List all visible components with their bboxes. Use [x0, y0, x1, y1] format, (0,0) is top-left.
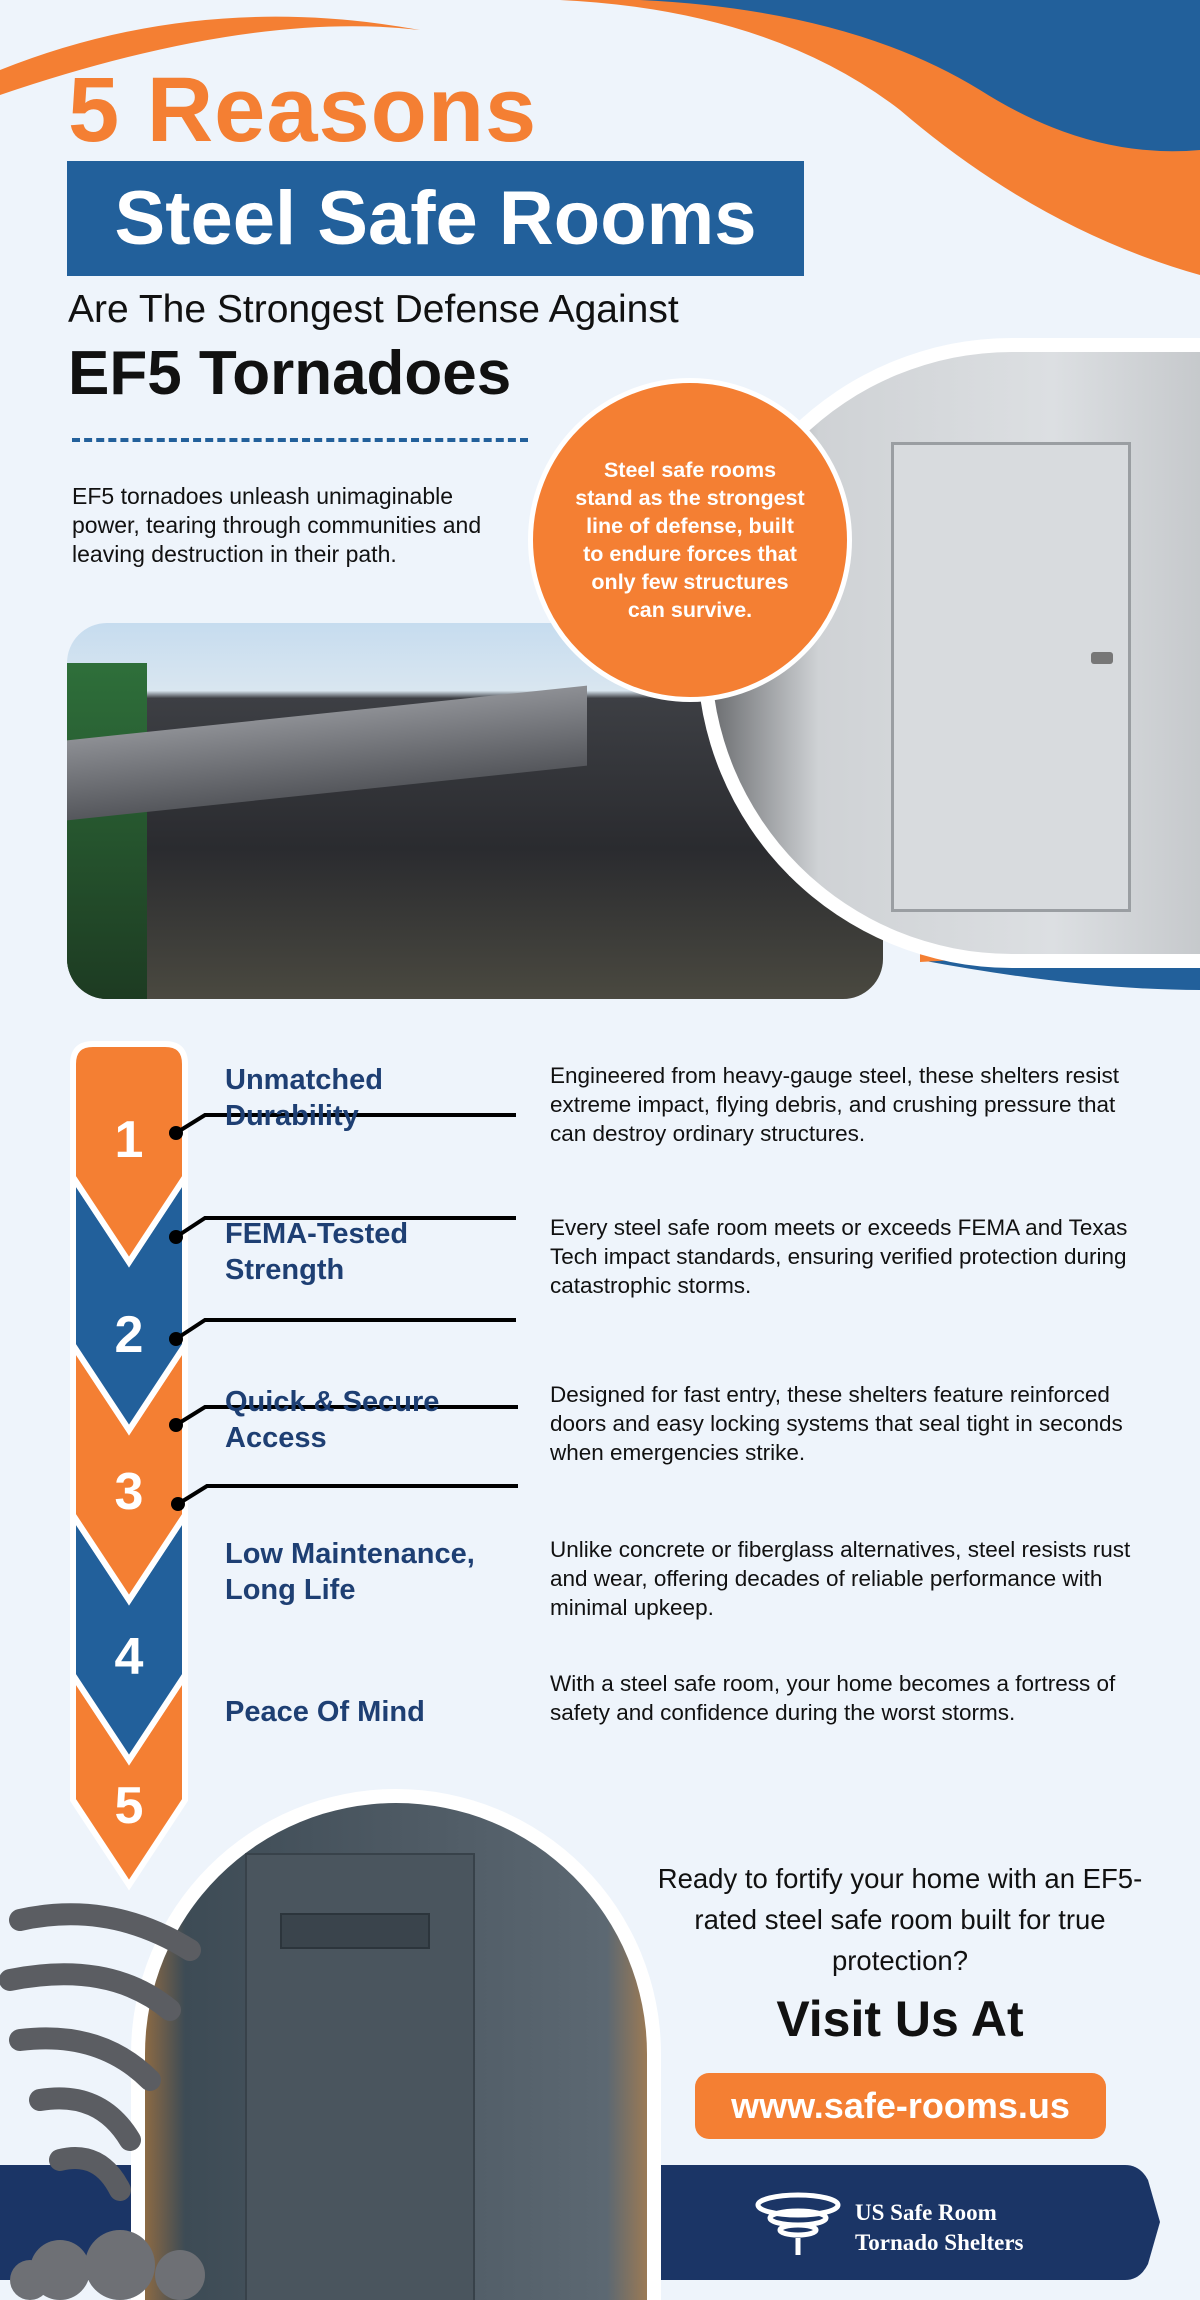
tornado-icon [0, 1903, 205, 2300]
cta-question: Ready to fortify your home with an EF5-r… [657, 1863, 1143, 1976]
reason-desc-1: Engineered from heavy-gauge steel, these… [550, 1063, 1120, 1146]
reason-desc-3: Designed for fast entry, these shelters … [550, 1382, 1123, 1465]
reason-desc-4: Unlike concrete or fiberglass alternativ… [550, 1537, 1131, 1620]
reason-title-1: Unmatched Durability [225, 1064, 383, 1132]
step-segment-1 [70, 1041, 188, 1268]
step-number-1: 1 [114, 1111, 144, 1169]
company-logo-text: US Safe Room Tornado Shelters [855, 2198, 1023, 2258]
reason-desc-2: Every steel safe room meets or exceeds F… [550, 1215, 1128, 1298]
connector-dots [169, 1126, 185, 1511]
company-logo-icon [755, 2192, 841, 2255]
reason-title-4: Low Maintenance, Long Life [225, 1538, 475, 1606]
steps-arrow [70, 1041, 518, 1891]
visit-heading: Visit Us At [776, 1991, 1024, 2047]
step-number-2: 2 [114, 1306, 144, 1364]
reason-title-2: FEMA-Tested Strength [225, 1218, 409, 1286]
connector-lines [174, 1113, 518, 1506]
website-link-button[interactable]: www.safe-rooms.us [695, 2073, 1106, 2139]
title-line: 5 Reasons [68, 59, 538, 161]
intro-text: EF5 tornadoes unleash unimaginable power… [72, 483, 482, 567]
brand-line-1: US Safe Room [855, 2200, 997, 2225]
step-number-4: 4 [114, 1628, 144, 1686]
title-highlight: Steel Safe Rooms [67, 161, 804, 276]
subtitle-bold: EF5 Tornadoes [68, 339, 512, 408]
subtitle: Are The Strongest Defense Against [68, 288, 679, 331]
callout-circle: Steel safe rooms stand as the strongest … [528, 378, 852, 702]
brand-line-2: Tornado Shelters [855, 2230, 1024, 2255]
reason-title-5: Peace Of Mind [225, 1696, 425, 1728]
reason-desc-5: With a steel safe room, your home become… [550, 1671, 1116, 1725]
reason-title-3: Quick & Secure Access [225, 1386, 440, 1454]
step-number-5: 5 [114, 1777, 144, 1835]
safe-room-interior-photo [131, 1789, 661, 2300]
dashed-divider [72, 438, 528, 442]
step-number-3: 3 [114, 1463, 144, 1521]
